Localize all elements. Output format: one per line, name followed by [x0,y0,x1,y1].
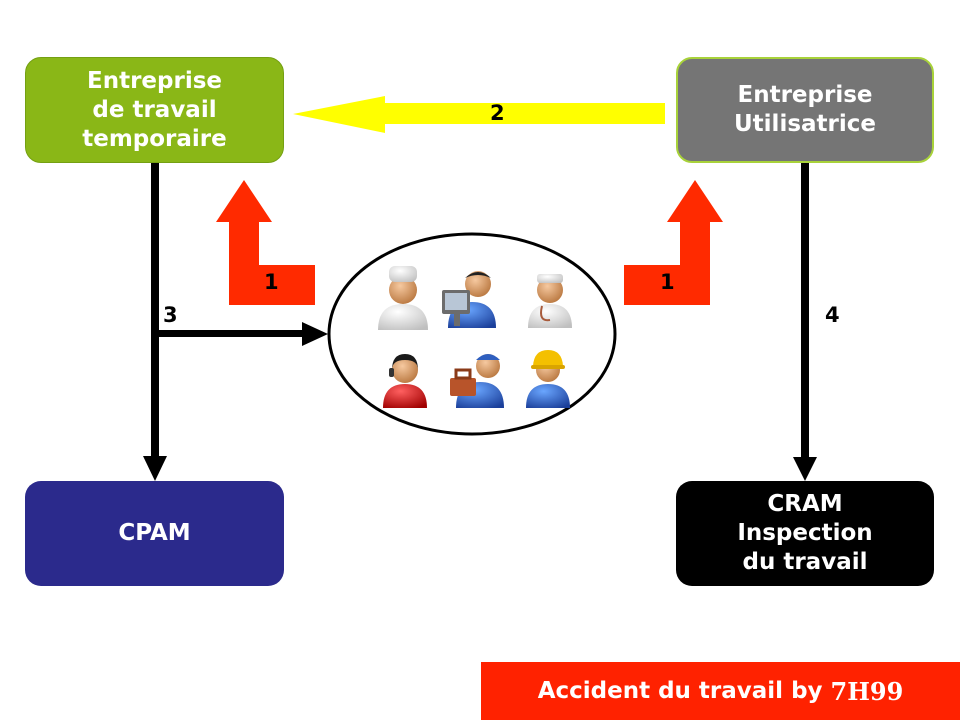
box-line: de travail [92,96,217,123]
label-2: 2 [490,101,505,125]
arrow-4-line [801,163,809,459]
box-line: Entreprise [86,67,222,94]
arrow-line-ett-cpam [151,163,159,458]
box-line: Utilisatrice [734,111,876,137]
arrow-1-left-red [216,180,315,305]
label-4: 4 [825,303,840,327]
construction-worker-icon [526,350,570,408]
office-worker-icon [442,271,496,328]
arrow-2-yellow [293,96,665,133]
arrow-3-head [302,322,328,346]
label-1-left: 1 [264,270,279,294]
doctor-icon [528,274,572,328]
box-line: Inspection [737,520,873,546]
arrow-4-head [793,457,817,481]
box-line: CRAM [767,491,843,517]
box-cram-inspection: CRAM Inspection du travail [676,481,934,586]
box-line: Entreprise [737,82,873,108]
box-line: du travail [742,549,868,575]
box-entreprise-travail-temporaire: Entreprise de travail temporaire [25,57,284,163]
label-3: 3 [163,303,178,327]
box-cpam: CPAM [25,481,284,586]
footer-brand: 7H99 [830,676,904,706]
mechanic-icon [450,354,504,408]
arrow-1-right-red [624,180,723,305]
box-entreprise-utilisatrice: Entreprise Utilisatrice [676,57,934,163]
box-line: temporaire [82,125,227,152]
footer-text: Accident du travail by [537,678,823,704]
box-line: CPAM [118,520,191,546]
arrow-head-cpam [143,456,167,481]
arrow-3-line [155,330,305,337]
footer-banner: Accident du travail by 7H99 [481,662,960,720]
chef-icon [378,266,428,330]
label-1-right: 1 [660,270,675,294]
call-center-agent-icon [383,354,427,408]
